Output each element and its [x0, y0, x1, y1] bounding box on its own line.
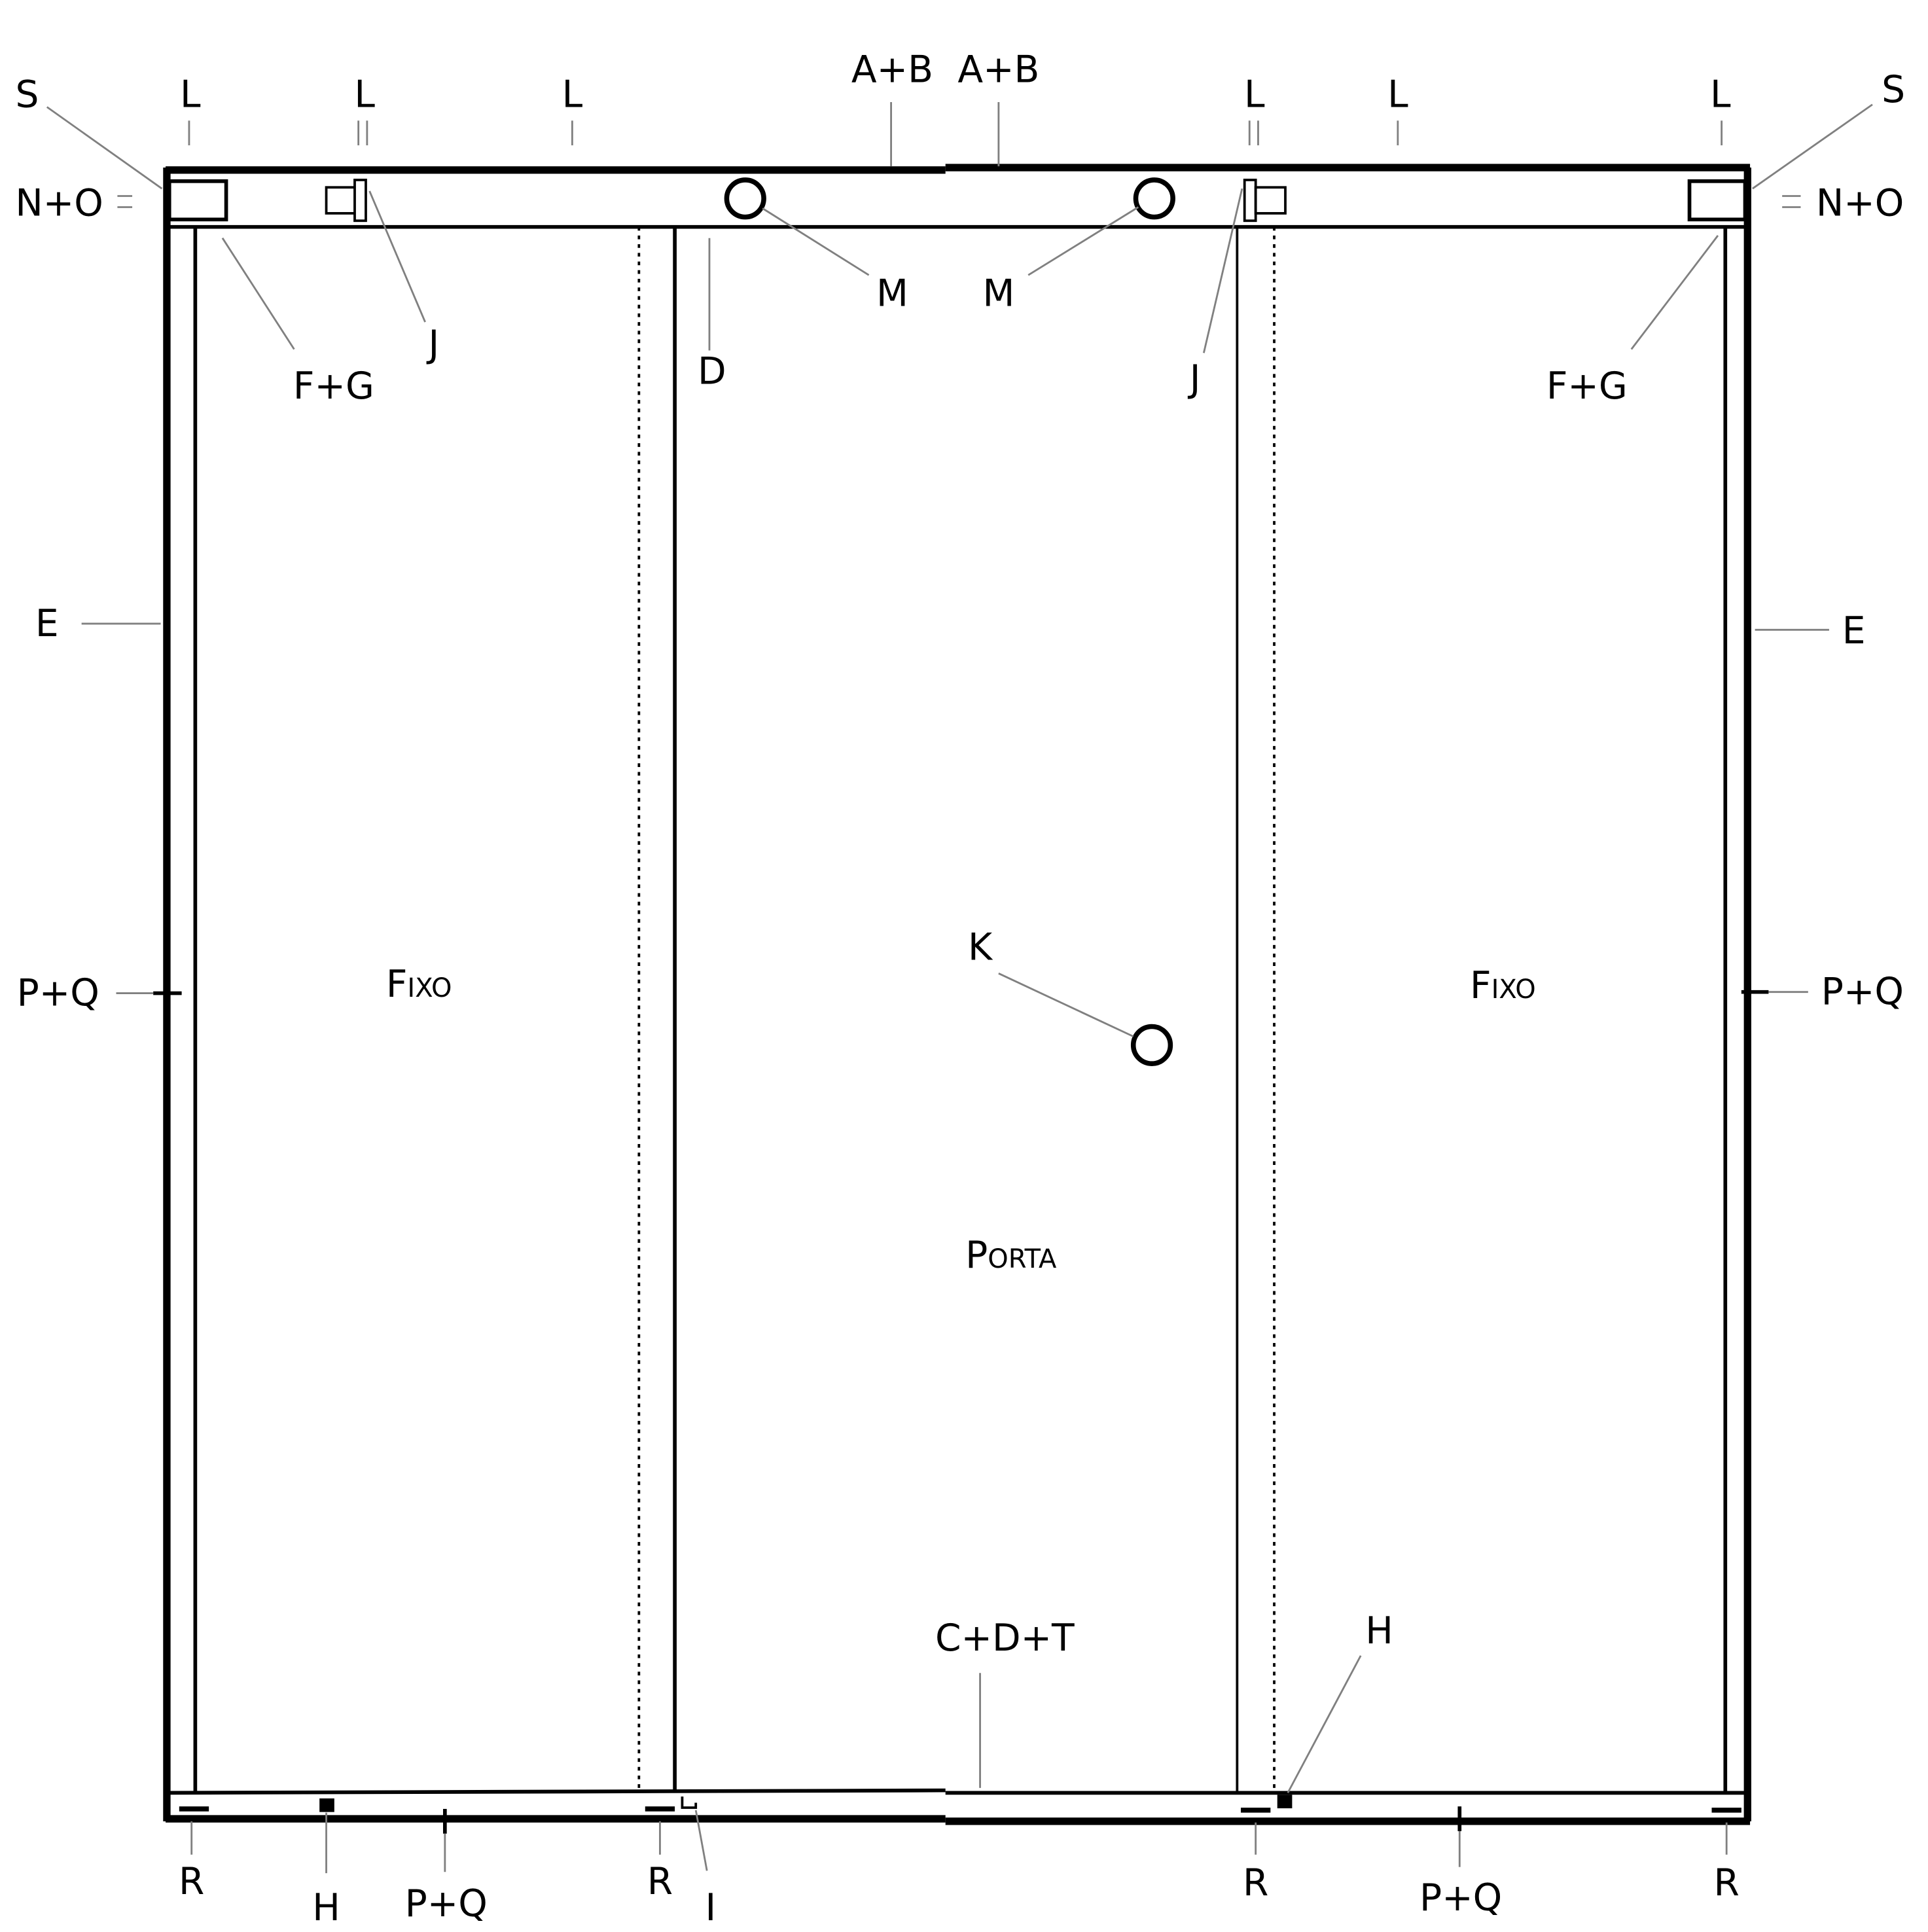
label-e-left: E	[35, 602, 59, 645]
right-stopper-plate	[1243, 179, 1257, 223]
right-corner-block	[1687, 179, 1747, 222]
floor-guide-bracket-i	[681, 1797, 698, 1809]
leader-s-right	[1752, 103, 1873, 190]
label-l-4: L	[1244, 73, 1265, 116]
label-r-4: R	[1714, 1861, 1740, 1905]
right-stopper-body	[1254, 186, 1287, 215]
label-l-3: L	[562, 73, 583, 116]
label-ab-right: A+B	[957, 48, 1039, 92]
label-r-1: R	[179, 1860, 204, 1903]
label-i: I	[705, 1886, 717, 1929]
left-roller-circle	[724, 177, 766, 220]
label-s-left: S	[16, 73, 39, 116]
leader-m-left	[762, 207, 870, 276]
label-pq-left: P+Q	[17, 971, 99, 1014]
label-j-left: J	[426, 323, 439, 366]
bottom-fittings	[153, 990, 1769, 1834]
leader-j-left	[368, 190, 426, 323]
label-pq-right: P+Q	[1821, 971, 1904, 1014]
frame	[163, 164, 1751, 1825]
label-l-5: L	[1387, 73, 1408, 116]
label-l-1: L	[180, 73, 201, 116]
label-fg-right: F+G	[1546, 365, 1628, 408]
label-h-right: H	[1365, 1609, 1393, 1653]
label-fg-left: F+G	[293, 365, 374, 408]
leader-j-right	[1202, 188, 1243, 353]
floor-stop-h2	[1277, 1795, 1293, 1808]
handle-knob-circle	[1130, 1024, 1173, 1066]
label-l-6: L	[1710, 73, 1731, 116]
label-r-2: R	[647, 1860, 673, 1903]
label-m-right: M	[982, 272, 1014, 315]
right-roller-circle	[1133, 177, 1175, 220]
left-stopper-body	[325, 186, 357, 215]
panel-label-door: Porta	[965, 1234, 1057, 1277]
components	[167, 177, 1747, 1066]
panel-label-right-fixed: Fixo	[1470, 964, 1536, 1007]
bottom-rail-top-left	[166, 1788, 946, 1795]
label-k: K	[968, 926, 993, 969]
label-m-left: M	[876, 272, 908, 315]
label-d: D	[698, 350, 726, 393]
label-l-2: L	[354, 73, 375, 116]
label-h-left: H	[312, 1886, 340, 1929]
label-pq-bottom-left: P+Q	[405, 1882, 488, 1925]
label-j-right: J	[1188, 357, 1201, 401]
floor-stop-h1	[319, 1798, 334, 1812]
label-no-left: N+O	[15, 182, 103, 225]
leader-m-right	[1027, 206, 1139, 276]
leader-k	[998, 973, 1134, 1037]
label-s-right: S	[1882, 68, 1905, 111]
leader-i	[694, 1810, 708, 1871]
label-e-right: E	[1842, 609, 1866, 653]
labels: S S L L L L L L A+B A+B N+O N+O F+G F+G …	[15, 48, 1905, 1929]
left-corner-block	[167, 179, 228, 222]
label-r-3: R	[1243, 1861, 1268, 1905]
leader-fg-right	[1630, 235, 1719, 350]
label-ab-left: A+B	[851, 48, 933, 92]
left-stopper-plate	[353, 179, 367, 223]
leader-fg-left	[221, 237, 295, 350]
leader-h-right	[1287, 1655, 1362, 1794]
panel-label-left-fixed: Fixo	[386, 963, 452, 1006]
label-pq-bottom-right: P+Q	[1419, 1876, 1502, 1920]
leader-lines	[46, 101, 1873, 1874]
label-cdt: C+D+T	[935, 1617, 1075, 1660]
label-no-right: N+O	[1816, 182, 1904, 225]
leader-s-left	[46, 106, 163, 190]
